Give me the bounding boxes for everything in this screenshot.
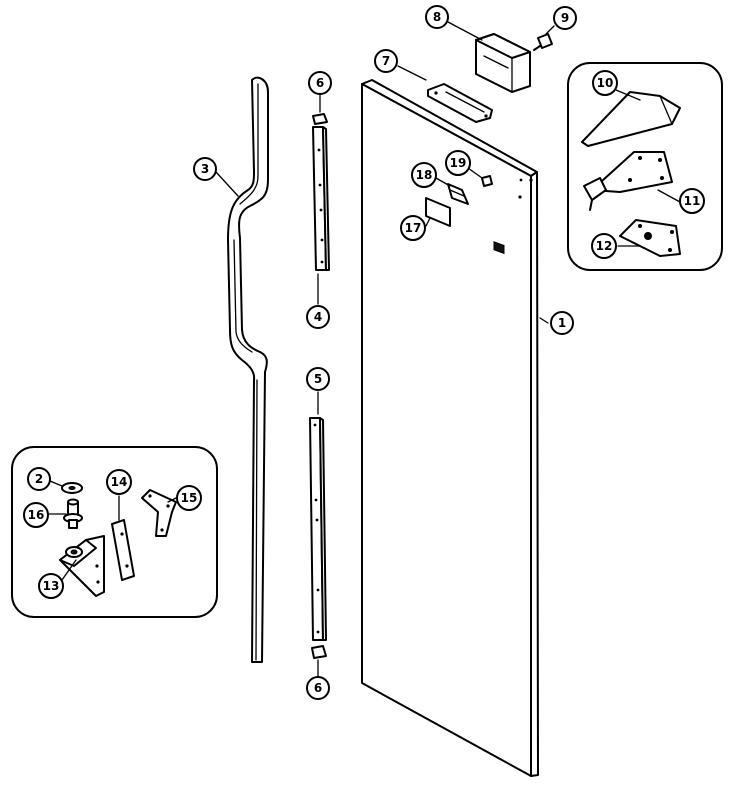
door-stop bbox=[427, 83, 493, 123]
svg-text:17: 17 bbox=[405, 221, 422, 235]
callouts: 1 2 3 4 5 6 6 7 bbox=[23, 5, 705, 700]
inset-bottom-left bbox=[11, 446, 218, 618]
svg-text:7: 7 bbox=[382, 54, 390, 68]
hinge-shim bbox=[619, 219, 681, 257]
svg-text:8: 8 bbox=[433, 10, 441, 24]
svg-text:2: 2 bbox=[35, 472, 43, 486]
svg-text:1: 1 bbox=[558, 316, 566, 330]
svg-text:6: 6 bbox=[314, 681, 322, 695]
callout-6-bottom: 6 bbox=[306, 676, 330, 700]
trim-end-cap-top bbox=[312, 113, 328, 125]
callout-18: 18 bbox=[411, 162, 437, 188]
top-hinge-cover bbox=[581, 91, 681, 147]
callout-10: 10 bbox=[592, 70, 618, 96]
washer bbox=[61, 482, 83, 494]
door-panel bbox=[361, 79, 539, 777]
callout-14: 14 bbox=[106, 469, 132, 495]
svg-text:14: 14 bbox=[111, 475, 128, 489]
screw-top bbox=[533, 33, 553, 51]
callout-4: 4 bbox=[306, 305, 330, 329]
trim-end-cap-bottom bbox=[311, 645, 327, 659]
callout-15: 15 bbox=[176, 485, 202, 511]
callout-1: 1 bbox=[550, 311, 574, 335]
hinge-bracket bbox=[141, 489, 177, 537]
svg-text:4: 4 bbox=[314, 310, 322, 324]
svg-text:15: 15 bbox=[181, 491, 198, 505]
top-hinge bbox=[583, 151, 673, 211]
cam-bracket bbox=[447, 183, 469, 205]
svg-text:6: 6 bbox=[316, 76, 324, 90]
label-plate bbox=[425, 197, 451, 227]
svg-text:5: 5 bbox=[314, 372, 322, 386]
callout-17: 17 bbox=[400, 215, 426, 241]
callout-12: 12 bbox=[591, 233, 617, 259]
bottom-hinge bbox=[59, 535, 105, 597]
callout-3: 3 bbox=[193, 157, 217, 181]
svg-text:10: 10 bbox=[597, 76, 614, 90]
hinge-pin bbox=[63, 498, 83, 529]
svg-text:3: 3 bbox=[201, 162, 209, 176]
handle bbox=[227, 76, 269, 663]
hinge-block bbox=[475, 33, 531, 255]
svg-text:19: 19 bbox=[450, 156, 467, 170]
svg-text:9: 9 bbox=[561, 11, 569, 25]
svg-text:18: 18 bbox=[416, 168, 433, 182]
callout-5: 5 bbox=[306, 367, 330, 391]
callout-2: 2 bbox=[27, 467, 51, 491]
callout-8: 8 bbox=[425, 5, 449, 29]
svg-text:13: 13 bbox=[43, 579, 60, 593]
callout-16: 16 bbox=[23, 502, 49, 528]
inset-top-right bbox=[567, 62, 723, 271]
leader-lines bbox=[47, 21, 681, 677]
upper-trim bbox=[312, 113, 330, 271]
svg-text:11: 11 bbox=[684, 194, 701, 208]
svg-text:16: 16 bbox=[28, 508, 45, 522]
callout-7: 7 bbox=[374, 49, 398, 73]
hinge-spacer bbox=[111, 519, 135, 581]
callout-13: 13 bbox=[38, 573, 64, 599]
callout-6-top: 6 bbox=[308, 71, 332, 95]
callout-19: 19 bbox=[445, 150, 471, 176]
screw-cam bbox=[481, 175, 493, 187]
lower-trim bbox=[309, 417, 327, 659]
callout-9: 9 bbox=[553, 6, 577, 30]
callout-11: 11 bbox=[679, 188, 705, 214]
svg-text:12: 12 bbox=[596, 239, 613, 253]
